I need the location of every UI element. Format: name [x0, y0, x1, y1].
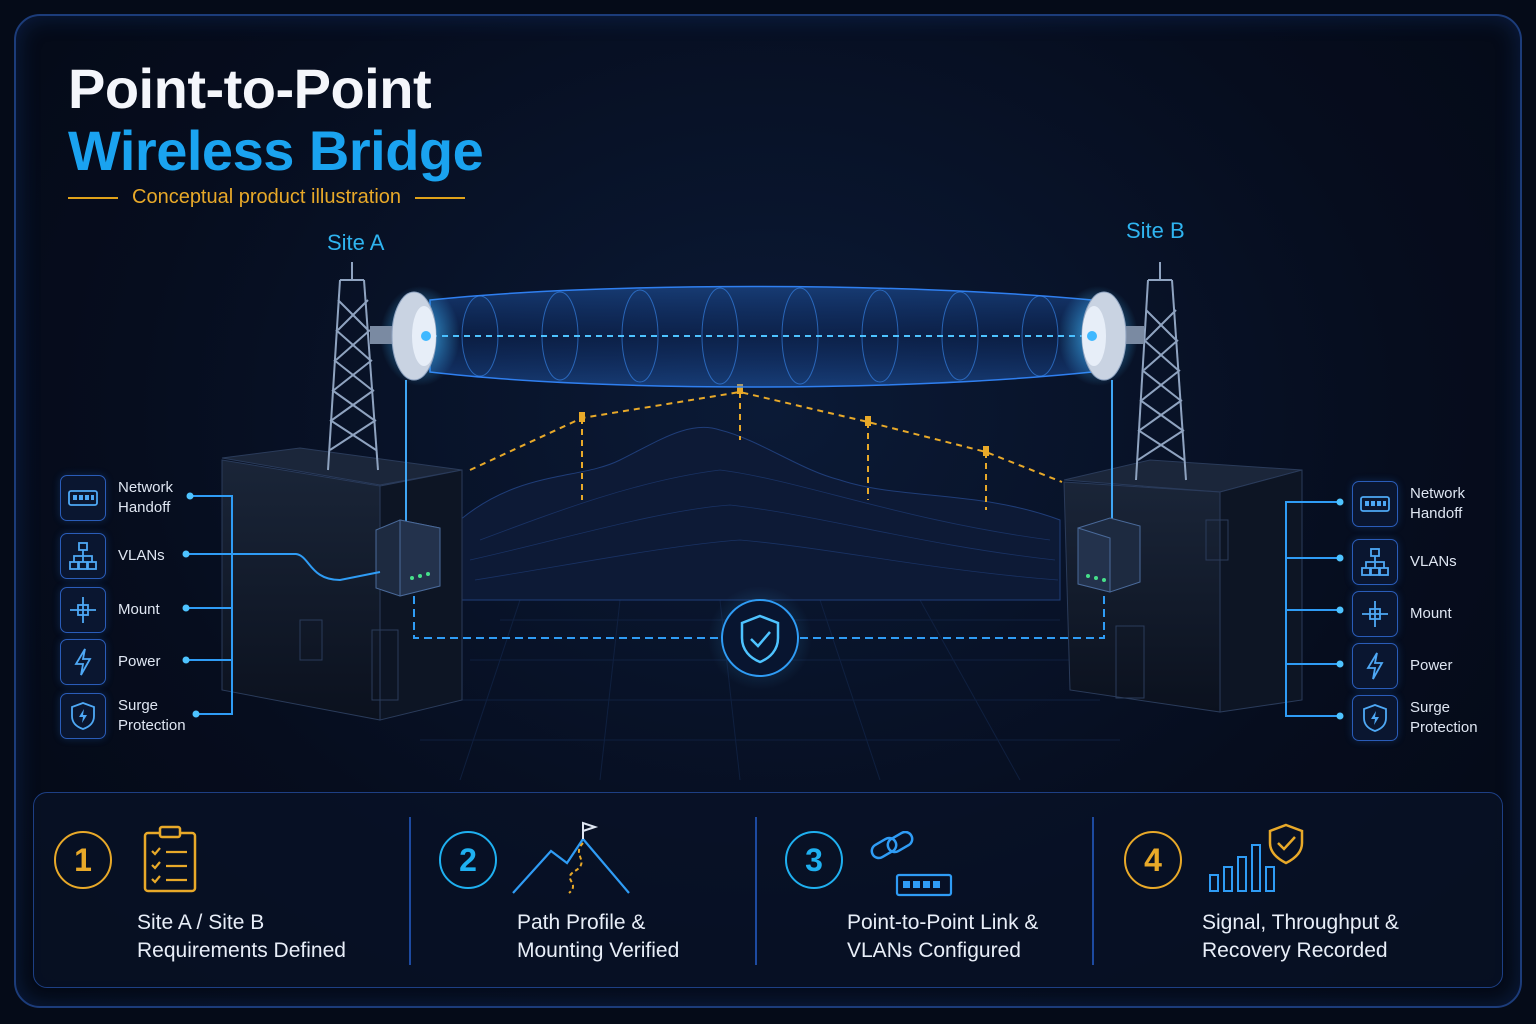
bridge-illustration [182, 262, 1344, 781]
step-text: Site A / Site B Requirements Defined [137, 911, 346, 962]
feature-label: Surge Protection [118, 697, 186, 734]
left-connectors [186, 495, 381, 715]
enclosure-site-a [375, 519, 441, 597]
feature-network-handoff: Network Handoff [60, 472, 208, 524]
step-number: 1 [54, 831, 112, 889]
step-divider [1092, 817, 1094, 965]
signal-shield-icon [1208, 823, 1308, 898]
feature-label: Network Handoff [118, 479, 174, 516]
power-icon [1352, 643, 1398, 689]
title-line-1: Point-to-Point [68, 57, 432, 120]
feature-network-handoff: Network Handoff [1352, 478, 1500, 530]
checklist-icon [142, 825, 198, 898]
mount-icon [1352, 591, 1398, 637]
terrain-grid [420, 599, 1120, 781]
power-icon [60, 639, 106, 685]
site-b-label: Site B [1126, 218, 1185, 243]
feature-mount: Mount [1352, 588, 1500, 640]
subtitle-rule-left [68, 196, 118, 199]
vlans-icon [60, 533, 106, 579]
network-handoff-icon [60, 475, 106, 521]
step-2: 2 Path Profile & Mounting Verified [411, 793, 755, 987]
step-number: 4 [1124, 831, 1182, 889]
feature-label: VLANs [118, 547, 165, 564]
surge-protection-icon [60, 693, 106, 739]
feature-label: VLANs [1410, 553, 1457, 570]
subtitle-rule-right [415, 196, 466, 199]
step-text: Point-to-Point Link & VLANs Configured [847, 911, 1039, 962]
feature-label: Mount [1410, 605, 1452, 622]
right-connectors [1285, 501, 1340, 717]
step-1: 1 Site A / Site B Requirements Defined [34, 793, 409, 987]
feature-vlans: VLANs [1352, 536, 1500, 588]
steps-panel: 1 Site A / Site B Requirements Defined 2… [33, 792, 1503, 988]
step-3: 3 Point-to-Point Link & VLANs Configured [757, 793, 1092, 987]
feature-power: Power [1352, 640, 1500, 692]
feature-label: Network Handoff [1410, 485, 1466, 522]
subtitle-row: Conceptual product illustration [68, 186, 466, 209]
link-switch-icon [867, 830, 953, 906]
surge-protection-icon [1352, 695, 1398, 741]
wireless-beam [420, 285, 1100, 388]
network-handoff-icon [1352, 481, 1398, 527]
subtitle: Conceptual product illustration [132, 186, 402, 208]
tower-site-b [1135, 262, 1187, 481]
path-profile-line [469, 390, 1063, 510]
step-divider [755, 817, 757, 965]
secure-link-line [413, 592, 1105, 639]
site-b-feature-list: Network Handoff VLANs Mount Power Surge … [1352, 478, 1500, 744]
feature-label: Power [118, 653, 161, 670]
mount-icon [60, 587, 106, 633]
feature-power: Power [60, 636, 208, 688]
antenna-dish-site-a [370, 286, 460, 386]
site-a-feature-list: Network Handoff VLANs Mount Power Surge … [60, 472, 208, 742]
site-a-label: Site A [327, 230, 385, 255]
step-4: 4 Signal, Throughput & Recovery Recorded [1094, 793, 1500, 987]
step-divider [409, 817, 411, 965]
enclosure-site-b [1077, 517, 1141, 593]
step-number: 3 [785, 831, 843, 889]
step-text: Path Profile & Mounting Verified [517, 911, 680, 962]
feature-label: Power [1410, 657, 1453, 674]
step-text: Signal, Throughput & Recovery Recorded [1202, 911, 1399, 962]
feature-mount: Mount [60, 584, 208, 636]
mountain-range [459, 426, 1061, 601]
feature-label: Surge Protection [1410, 699, 1478, 736]
tower-site-a [327, 262, 379, 471]
step-number: 2 [439, 831, 497, 889]
feature-vlans: VLANs [60, 530, 208, 582]
vlans-icon [1352, 539, 1398, 585]
mountain-path-icon [511, 821, 631, 900]
title-line-2: Wireless Bridge [68, 119, 484, 182]
feature-label: Mount [118, 601, 160, 618]
feature-surge-protection: Surge Protection [60, 690, 208, 742]
feature-surge-protection: Surge Protection [1352, 692, 1500, 744]
shield-check-badge [708, 586, 812, 690]
antenna-dish-site-b [1058, 286, 1144, 386]
